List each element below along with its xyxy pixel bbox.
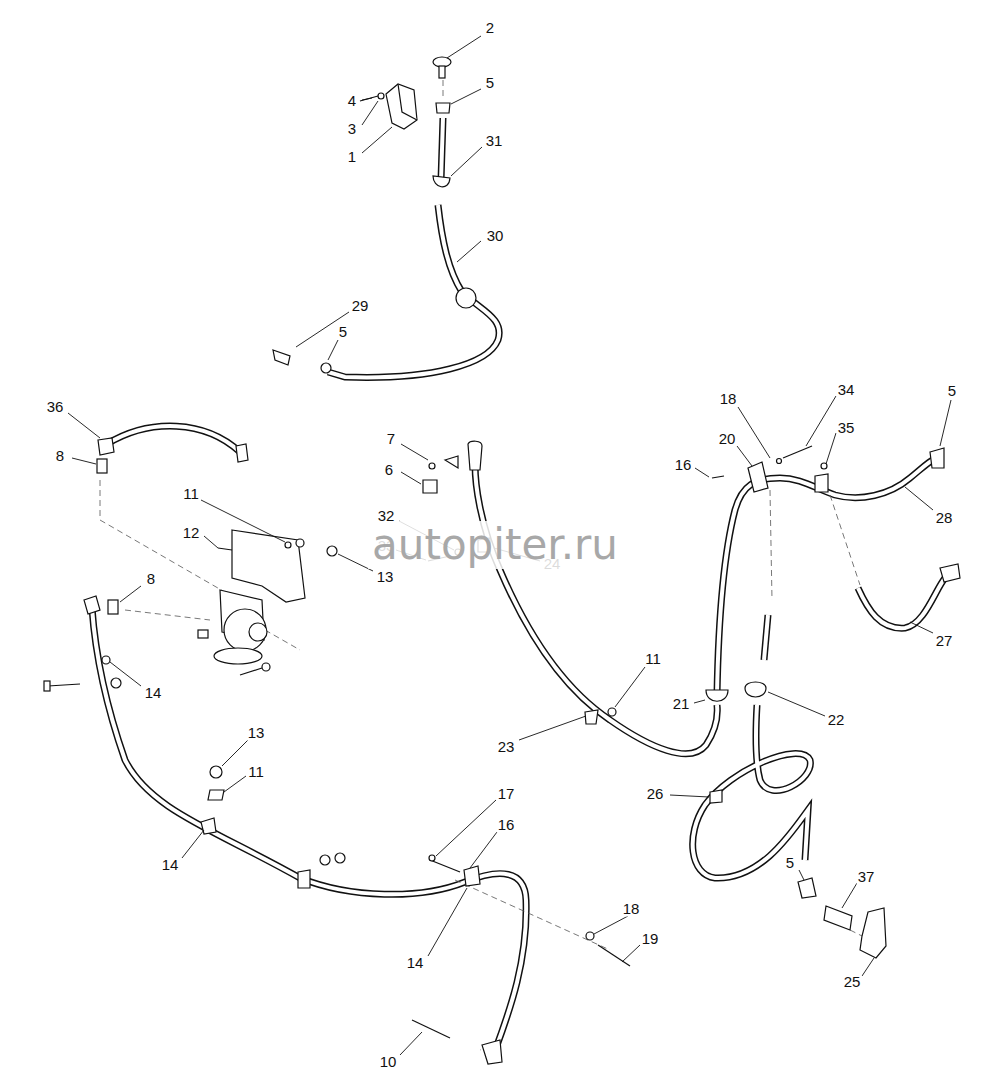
leader-line [72, 458, 96, 464]
callout-number: 18 [719, 390, 738, 407]
leader-line [940, 400, 951, 446]
callout-number: 31 [485, 132, 504, 149]
callout-number: 22 [827, 711, 846, 728]
leader-line [201, 500, 285, 542]
leader-line [519, 716, 586, 740]
leader-line [905, 487, 933, 510]
leader-line [120, 586, 141, 602]
leader-line [68, 413, 100, 438]
leader-line [400, 1032, 422, 1055]
leader-line [328, 340, 338, 360]
leader-line [615, 667, 645, 707]
callout-number: 14 [406, 954, 425, 971]
callout-number: 5 [947, 382, 957, 399]
leader-line [470, 832, 497, 868]
leader-line [738, 407, 770, 458]
callout-number: 29 [351, 297, 370, 314]
callout-number: 36 [46, 398, 65, 415]
callout-number: 37 [857, 868, 876, 885]
callout-number: 6 [384, 461, 394, 478]
callout-number: 7 [386, 430, 396, 447]
callout-number: 5 [338, 323, 348, 340]
leader-line [670, 795, 709, 797]
leader-line [862, 958, 874, 976]
callout-number: 14 [161, 856, 180, 873]
callout-number: 34 [837, 381, 856, 398]
leader-line [694, 700, 705, 703]
callout-number: 25 [843, 973, 862, 990]
callout-number: 8 [146, 570, 156, 587]
callout-number: 19 [641, 930, 660, 947]
callout-number: 35 [837, 419, 856, 436]
leader-line [362, 101, 378, 125]
callout-number: 30 [486, 227, 505, 244]
leader-line [362, 98, 372, 100]
callout-number: 3 [347, 120, 357, 137]
callout-number: 16 [497, 816, 516, 833]
callout-number: 8 [55, 447, 65, 464]
leader-line [222, 740, 248, 766]
leader-line [806, 396, 836, 446]
leader-line [451, 147, 482, 176]
callout-number: 12 [182, 524, 201, 541]
callout-number: 11 [182, 485, 200, 502]
callout-number: 16 [674, 456, 693, 473]
callout-number: 1 [347, 148, 357, 165]
leader-line [401, 444, 428, 460]
leader-line [182, 830, 204, 858]
leader-line [436, 800, 496, 856]
leader-line [362, 127, 392, 153]
leader-line [401, 472, 421, 484]
callout-number: 2 [485, 19, 495, 36]
callout-number: 23 [497, 738, 516, 755]
leader-line [457, 241, 481, 262]
callout-number: 26 [646, 785, 665, 802]
callout-number: 20 [718, 430, 737, 447]
callout-number: 21 [672, 695, 691, 712]
leader-line [768, 692, 825, 716]
leader-line [447, 36, 481, 58]
leader-lines [68, 36, 951, 1055]
leader-line [594, 916, 628, 934]
callout-number: 4 [347, 92, 357, 109]
leader-line [204, 536, 218, 548]
leader-line [296, 312, 349, 347]
leader-line [695, 468, 709, 477]
leader-line [110, 662, 141, 686]
leader-line [910, 622, 933, 633]
watermark: autopiter.ru [368, 521, 622, 569]
leader-line [622, 945, 640, 962]
leader-line [451, 89, 481, 104]
callout-number: 11 [247, 763, 265, 780]
callout-number: 5 [785, 854, 795, 871]
leader-line [826, 433, 836, 464]
callout-number: 13 [247, 724, 266, 741]
leader-line [428, 888, 467, 956]
callout-number: 17 [497, 785, 516, 802]
callout-number: 14 [144, 684, 163, 701]
callout-number: 28 [935, 509, 954, 526]
callout-number: 13 [376, 568, 395, 585]
callout-number: 10 [379, 1053, 398, 1070]
callout-number: 18 [622, 900, 641, 917]
leader-line [799, 870, 804, 880]
leader-line [224, 776, 246, 792]
leader-line [737, 446, 752, 466]
leader-line [842, 883, 857, 908]
callout-number: 11 [644, 650, 662, 667]
callout-number: 5 [485, 74, 495, 91]
callout-number: 27 [935, 632, 954, 649]
